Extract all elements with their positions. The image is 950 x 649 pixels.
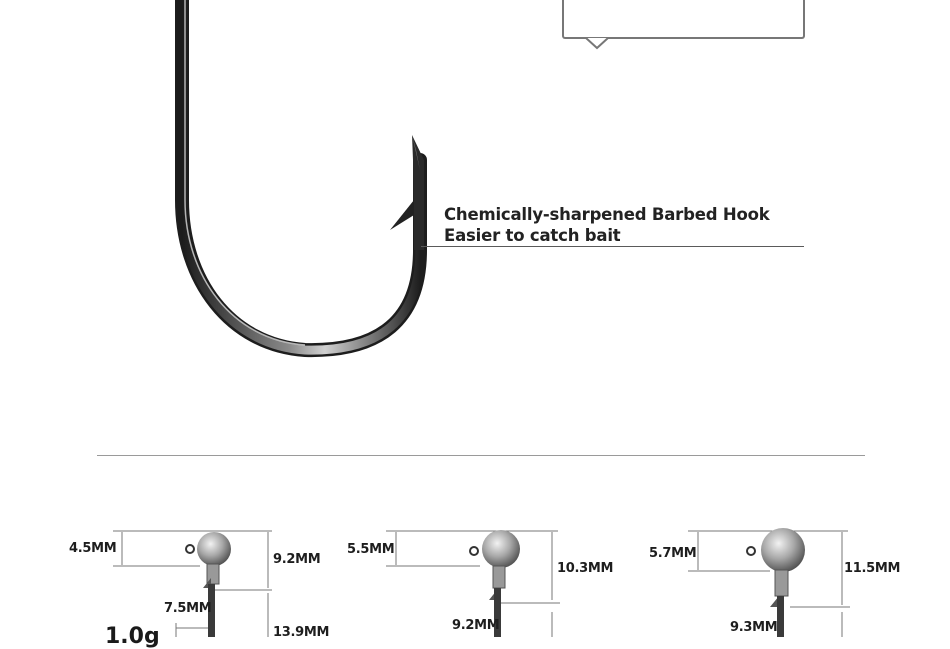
dimension-guides-group [113, 530, 850, 637]
jig1-gap-label: 7.5MM [164, 601, 212, 616]
jig3-height-label: 11.5MM [844, 561, 901, 576]
speech-bubble-tail [585, 37, 609, 50]
jig-head-icon [746, 528, 805, 637]
jig2-height-label: 10.3MM [557, 561, 614, 576]
jig2-head-size-label: 5.5MM [347, 542, 395, 557]
callout-underline [421, 246, 804, 248]
callout-line-2: Easier to catch bait [444, 226, 621, 245]
jig2-gap-label: 9.2MM [452, 618, 500, 633]
callout-line-1: Chemically-sharpened Barbed Hook [444, 205, 770, 224]
jig1-shank-label: 13.9MM [273, 625, 330, 640]
jig-head-icon [469, 530, 520, 637]
jig1-height-label: 9.2MM [273, 552, 321, 567]
hook-feature-callout: Chemically-sharpened Barbed Hook Easier … [444, 204, 770, 246]
jig-head-icon [185, 532, 231, 637]
fishing-hook-icon [175, 0, 427, 358]
jig3-gap-label: 9.3MM [730, 620, 778, 635]
speech-bubble-box [562, 0, 805, 39]
jig1-head-size-label: 4.5MM [69, 541, 117, 556]
jig3-head-size-label: 5.7MM [649, 546, 697, 561]
section-divider [97, 455, 865, 456]
